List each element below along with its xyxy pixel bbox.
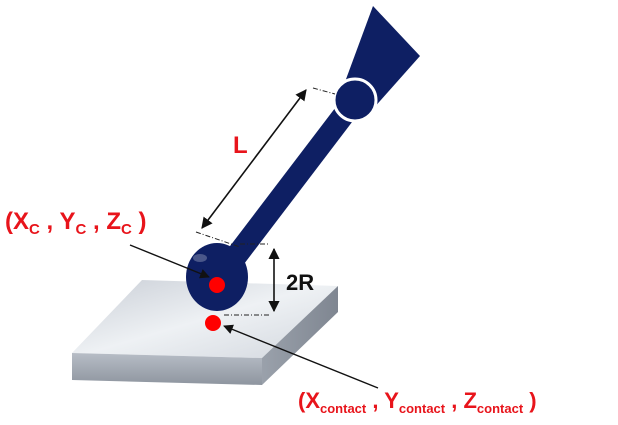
contact-point [205, 315, 221, 331]
surface-front-face [72, 353, 262, 385]
length-dimension-arrow [201, 89, 307, 229]
center-coordinates-label: (XC , YC , ZC ) [5, 208, 147, 238]
reference-lines [195, 87, 336, 316]
probe-joint [332, 77, 378, 123]
length-label: L [233, 132, 248, 159]
surface-right-face [262, 286, 338, 385]
contact-coordinates-label: (Xcontact , Ycontact , Zcontact ) [298, 388, 537, 416]
contact-leader-arrow [223, 324, 379, 389]
probe-center-point [209, 277, 225, 293]
probe-ball-highlight [193, 254, 207, 262]
diameter-label: 2R [286, 270, 314, 295]
center-leader-arrow [129, 244, 210, 279]
ref-line-bottom-stem [195, 231, 241, 248]
ref-line-top-joint [312, 87, 336, 95]
